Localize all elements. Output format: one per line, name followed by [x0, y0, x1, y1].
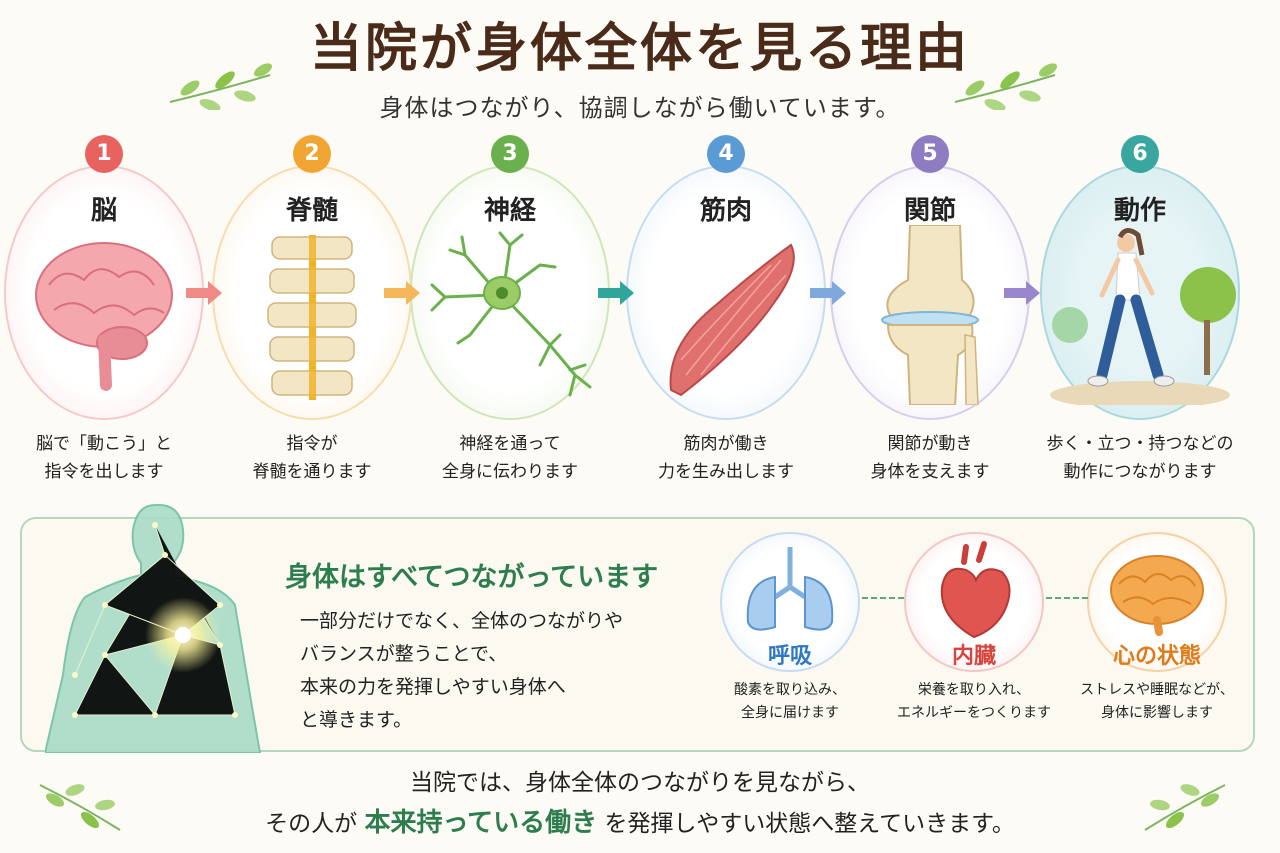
step-number-badge: 3	[491, 135, 529, 173]
panel-body: 一部分だけでなく、全体のつながりや バランスが整うことで、 本来の力を発揮しやす…	[300, 610, 624, 731]
neuron-icon	[430, 231, 592, 397]
arrow-right-icon	[1004, 281, 1040, 305]
panel-title: 身体はすべてつながっています	[285, 562, 659, 593]
step-label: 神経	[483, 196, 536, 226]
lungs-icon	[746, 547, 834, 631]
arrow-right-icon	[186, 281, 222, 305]
step-label: 関節	[903, 196, 956, 226]
organ-label: 内臓	[951, 644, 996, 669]
body-network-icon	[45, 503, 262, 753]
muscle-icon	[669, 243, 795, 397]
page-title: 当院が身体全体を見る理由	[309, 19, 970, 79]
footer-message: 当院では、身体全体のつながりを見ながら、 その人が 本来持っている働き を発揮し…	[0, 763, 1280, 844]
step-description: 歩く・立つ・持つなどの動作につながります	[1046, 434, 1234, 482]
arrow-right-icon	[598, 281, 634, 305]
step-label: 脊髄	[285, 196, 338, 226]
step-oval	[626, 165, 826, 420]
brain-icon	[1110, 555, 1204, 636]
spine-icon	[267, 235, 357, 400]
step-label: 動作	[1113, 196, 1166, 226]
knee-joint-icon	[881, 225, 979, 405]
leaf-branch-icon	[1144, 784, 1226, 831]
step-number-badge: 2	[293, 135, 331, 173]
leaf-branch-icon	[39, 784, 121, 831]
step-description: 指令が脊髄を通ります	[252, 434, 372, 482]
footer-highlight: 本来持っている働き	[364, 808, 598, 838]
step-number-badge: 4	[707, 135, 745, 173]
footer-line-2: その人が 本来持っている働き を発揮しやすい状態へ整えていきます。	[265, 808, 1015, 838]
brain-icon	[35, 242, 173, 391]
step-number-badge: 6	[1121, 135, 1159, 173]
organ-label: 呼吸	[767, 644, 812, 669]
step-description: 神経を通って全身に伝わります	[442, 434, 578, 482]
step-description: 関節が動き身体を支えます	[870, 434, 990, 482]
step-label: 筋肉	[699, 196, 752, 226]
heart-icon	[940, 541, 1011, 639]
arrow-right-icon	[810, 281, 846, 305]
step-number-badge: 5	[911, 135, 949, 173]
walking-person-icon	[1050, 228, 1236, 405]
organ-circle	[904, 532, 1044, 672]
page-subtitle: 身体はつながり、協調しながら働いています。	[379, 94, 901, 122]
arrow-right-icon	[384, 281, 420, 305]
footer-line-1: 当院では、身体全体のつながりを見ながら、	[410, 770, 870, 796]
step-description: 脳で「動こう」と指令を出します	[36, 434, 172, 482]
organ-label: 心の状態	[1112, 644, 1201, 669]
step-description: 筋肉が働き力を生み出します	[658, 434, 794, 482]
organ-description: 栄養を取り入れ、エネルギーをつくります	[897, 682, 1051, 721]
step-number-badge: 1	[85, 135, 123, 173]
organ-description: ストレスや睡眠などが、身体に影響します	[1080, 682, 1234, 721]
leaf-branch-icon	[954, 63, 1058, 110]
leaf-branch-icon	[169, 63, 273, 110]
step-label: 脳	[90, 196, 117, 226]
organ-description: 酸素を取り込み、全身に届けます	[734, 682, 846, 721]
connector-line	[862, 597, 904, 599]
connector-line	[1046, 597, 1088, 599]
